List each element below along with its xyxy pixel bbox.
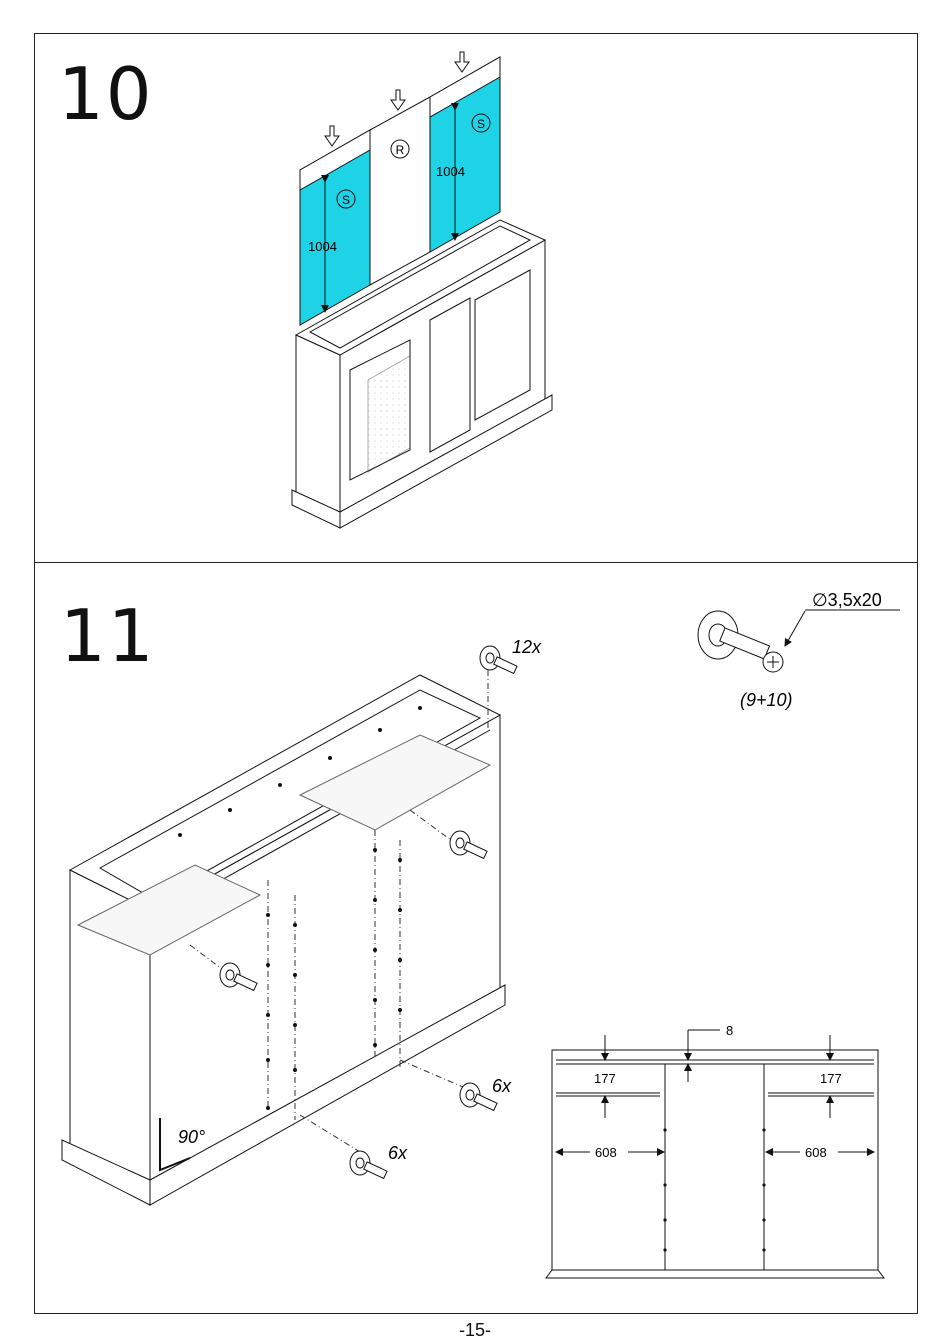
- step-number-10: 10: [58, 52, 154, 136]
- front-elevation-diagram: [545, 1029, 885, 1279]
- page-number: -15-: [458, 1320, 491, 1340]
- drop-arrow-icon: [324, 51, 470, 147]
- screw-detail-icon: [697, 609, 900, 673]
- cabinet-body-11: [61, 670, 506, 1206]
- screw-size-label: ∅3,5x20: [812, 590, 882, 610]
- step-number-11: 11: [60, 594, 156, 678]
- dimension-1004-left: 1004: [308, 239, 337, 254]
- cabinet-body-10: [291, 219, 553, 529]
- dim-height-right: 177: [820, 1071, 842, 1086]
- back-panel-middle: [369, 96, 431, 286]
- angle-label: 90°: [178, 1127, 205, 1147]
- step-10-drawing: [291, 51, 553, 529]
- dim-height-left: 177: [594, 1071, 616, 1086]
- quantity-12x: 12x: [512, 637, 542, 657]
- dim-gap: 8: [726, 1023, 733, 1038]
- step-11-frame: [34, 562, 918, 1314]
- quantity-6x-lower: 6x: [388, 1143, 408, 1163]
- panel-letter-s-right: S: [477, 117, 485, 131]
- panel-letter-r: R: [396, 143, 405, 157]
- quantity-6x-upper: 6x: [492, 1076, 512, 1096]
- screw-icon: [219, 645, 518, 1180]
- dim-width-left: 608: [595, 1145, 617, 1160]
- screw-parts-label: (9+10): [740, 690, 793, 710]
- dimension-1004-right: 1004: [436, 164, 465, 179]
- dim-width-right: 608: [805, 1145, 827, 1160]
- step-11-drawing: [61, 609, 900, 1279]
- panel-letter-s-left: S: [342, 193, 350, 207]
- panel-labels: [336, 113, 491, 209]
